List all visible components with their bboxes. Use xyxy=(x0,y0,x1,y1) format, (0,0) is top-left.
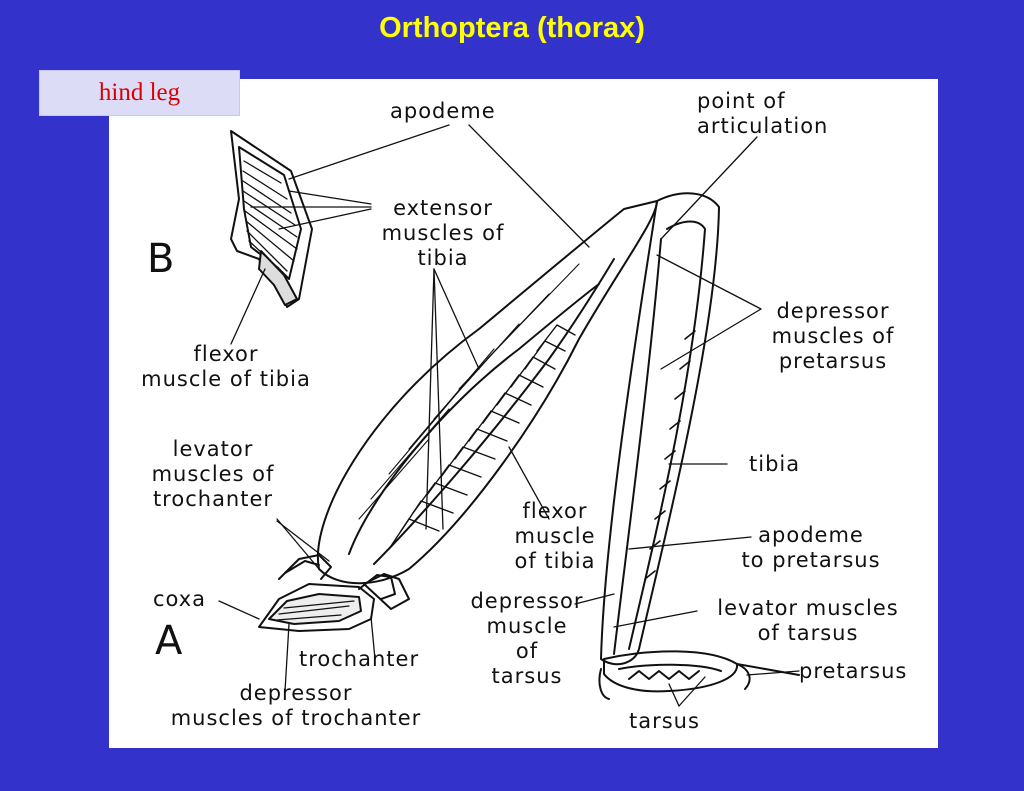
label-depressor-tarsus-l3: of xyxy=(515,639,539,663)
tibia-a xyxy=(600,192,720,666)
label-extensor-l2: muscles of xyxy=(381,221,505,245)
label-depressor-muscle-of-tarsus: depressor muscle of tarsus xyxy=(459,589,595,689)
tarsus-a xyxy=(598,650,800,700)
femur-cross-section-b xyxy=(230,130,313,308)
label-depressor-tarsus-l4: tarsus xyxy=(491,664,563,688)
label-levator-trochanter-l2: muscles of xyxy=(151,462,275,486)
label-flexor-a-l3: of tibia xyxy=(514,549,596,573)
label-flexor-muscle-of-tibia-a: flexor muscle of tibia xyxy=(499,499,611,574)
femur-a xyxy=(316,200,658,610)
label-depressor-tarsus-l1: depressor xyxy=(470,589,584,613)
label-depressor-pretarsus-l1: depressor xyxy=(776,299,890,323)
label-trochanter: trochanter xyxy=(299,647,420,671)
label-tarsus: tarsus xyxy=(629,709,700,733)
label-levator-trochanter-l1: levator xyxy=(172,437,254,461)
label-depressor-muscles-of-pretarsus: depressor muscles of pretarsus xyxy=(753,299,913,374)
label-extensor-muscles-of-tibia: extensor muscles of tibia xyxy=(359,196,527,271)
figure-panel: B A apodeme point of articulation extens… xyxy=(109,79,938,748)
label-levator-tarsus-l1: levator muscles xyxy=(717,596,899,620)
label-levator-tarsus-l2: of tarsus xyxy=(757,621,859,645)
label-flexor-b-l2: muscle of tibia xyxy=(141,367,311,391)
leg-anatomy-drawing xyxy=(218,124,800,707)
label-coxa: coxa xyxy=(153,587,207,611)
slide-title: Orthoptera (thorax) xyxy=(379,12,645,44)
label-tibia: tibia xyxy=(749,452,801,476)
label-flexor-a-l1: flexor xyxy=(522,499,588,523)
label-depressor-pretarsus-l2: muscles of xyxy=(771,324,895,348)
label-apodeme-pretarsus-l1: apodeme xyxy=(758,523,864,547)
label-flexor-muscle-of-tibia-b: flexor muscle of tibia xyxy=(113,342,339,392)
label-apodeme: apodeme xyxy=(390,99,496,123)
label-pretarsus: pretarsus xyxy=(799,659,908,683)
label-flexor-b-l1: flexor xyxy=(193,342,259,366)
label-apodeme-to-pretarsus: apodeme to pretarsus xyxy=(721,523,901,573)
label-depressor-pretarsus-l3: pretarsus xyxy=(778,349,888,373)
panel-letter-a: A xyxy=(155,618,183,664)
label-levator-trochanter-l3: trochanter xyxy=(152,487,274,511)
label-depressor-trochanter-l1: depressor xyxy=(239,681,353,705)
label-levator-muscles-of-trochanter: levator muscles of trochanter xyxy=(133,437,293,512)
label-point-of-articulation-l2: articulation xyxy=(697,114,829,138)
label-extensor-l1: extensor xyxy=(393,196,493,220)
label-point-of-articulation-l1: point of xyxy=(697,89,786,113)
label-depressor-tarsus-l2: muscle xyxy=(486,614,568,638)
label-point-of-articulation: point of articulation xyxy=(697,89,828,139)
label-extensor-l3: tibia xyxy=(417,246,469,270)
leader-lines xyxy=(218,124,800,707)
panel-letter-b: B xyxy=(147,236,175,282)
label-flexor-a-l2: muscle xyxy=(514,524,596,548)
hind-leg-tag: hind leg xyxy=(39,70,240,116)
label-depressor-trochanter-l2: muscles of trochanter xyxy=(170,706,422,730)
label-levator-muscles-of-tarsus: levator muscles of tarsus xyxy=(693,596,923,646)
label-apodeme-pretarsus-l2: to pretarsus xyxy=(741,548,881,572)
label-depressor-muscles-of-trochanter: depressor muscles of trochanter xyxy=(135,681,457,731)
